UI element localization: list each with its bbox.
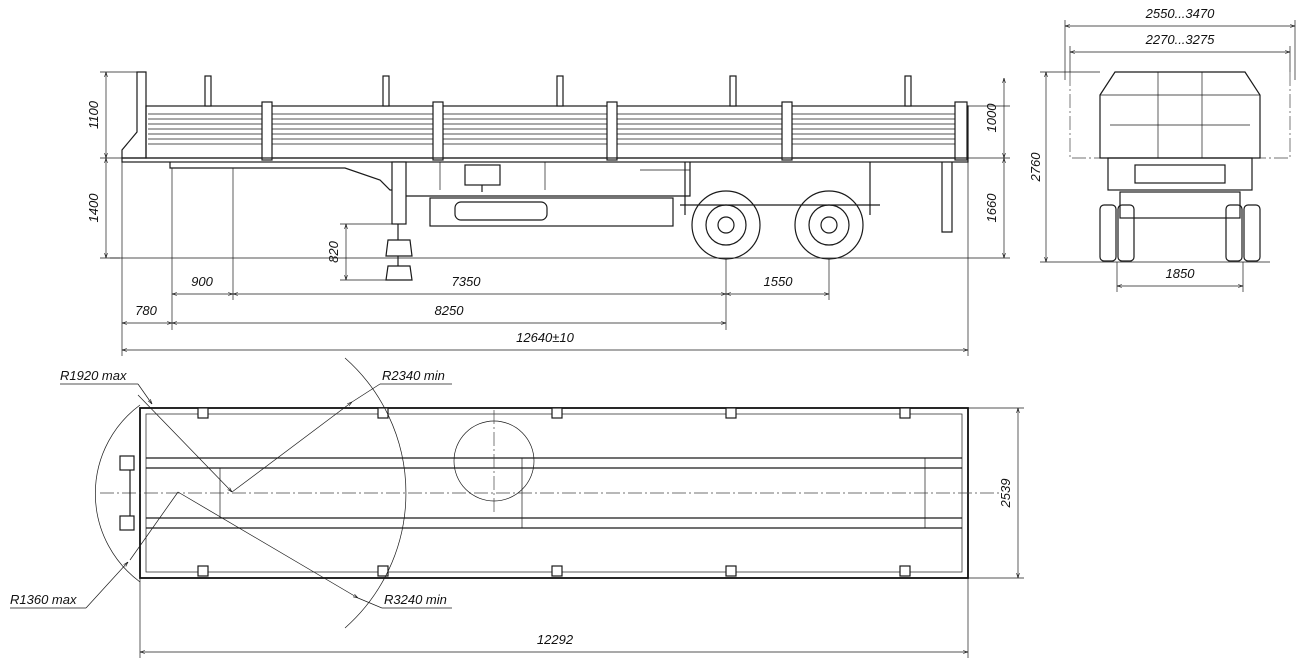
label-r3240: R3240 min bbox=[384, 592, 447, 607]
dim-platform-height: 1400 bbox=[86, 193, 101, 223]
landing-gear bbox=[385, 161, 413, 281]
label-r2340: R2340 min bbox=[382, 368, 445, 383]
label-r1920: R1920 max bbox=[60, 368, 127, 383]
air-tank bbox=[454, 201, 548, 221]
platform-floor bbox=[121, 157, 969, 163]
dim-platform-width: 2539 bbox=[998, 479, 1013, 509]
main-frame bbox=[404, 162, 691, 197]
label-r1360: R1360 max bbox=[10, 592, 77, 607]
rear-bumper-rv bbox=[1119, 191, 1241, 219]
dim-rear-sides-height: 1000 bbox=[984, 103, 999, 133]
dim-overall-length: 12640±10 bbox=[516, 330, 575, 345]
dim-front-overhang: 780 bbox=[135, 303, 157, 318]
rear-view-wheels bbox=[1099, 204, 1261, 262]
dim-rear-platform-height: 1660 bbox=[984, 193, 999, 223]
rear-chassis bbox=[1107, 157, 1253, 191]
dim-overall-width: 2550...3470 bbox=[1145, 6, 1215, 21]
gooseneck bbox=[169, 162, 406, 191]
dim-inner-width: 2270...3275 bbox=[1145, 32, 1215, 47]
side-fittings bbox=[197, 407, 911, 577]
arc-r1360 bbox=[94, 404, 141, 583]
toolbox bbox=[464, 164, 501, 186]
dim-kingpin-to-axle: 8250 bbox=[435, 303, 465, 318]
suspension bbox=[684, 162, 871, 215]
dim-support-travel: 820 bbox=[326, 240, 341, 262]
rear-body bbox=[1099, 71, 1261, 159]
dim-support-to-axle: 7350 bbox=[452, 274, 482, 289]
dim-platform-length: 12292 bbox=[537, 632, 574, 647]
rear-wheels bbox=[691, 190, 864, 260]
dim-kingpin-to-support: 900 bbox=[191, 274, 213, 289]
dim-track: 1850 bbox=[1166, 266, 1196, 281]
top-view: R1920 max R2340 min R1360 max R3240 min … bbox=[10, 357, 1024, 658]
dim-overall-height: 2760 bbox=[1028, 152, 1043, 183]
dim-axle-spacing: 1550 bbox=[764, 274, 794, 289]
stakes bbox=[204, 75, 912, 107]
headboard bbox=[121, 71, 147, 159]
board-posts bbox=[261, 101, 968, 161]
rear-view: 2550...3470 2270...3275 2760 1850 bbox=[1028, 6, 1296, 292]
rear-bumper bbox=[941, 162, 953, 233]
side-view: 1100 1400 820 1000 1660 900 7350 1550 bbox=[86, 71, 1010, 356]
arc-r2340 bbox=[344, 357, 407, 629]
board-slats bbox=[148, 113, 966, 145]
frame-beams bbox=[146, 457, 962, 529]
dim-sides-height: 1100 bbox=[86, 100, 101, 129]
spare-rack bbox=[429, 197, 674, 227]
